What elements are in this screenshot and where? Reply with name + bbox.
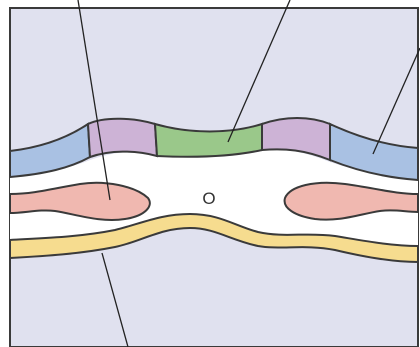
center-label: O [202,189,215,208]
